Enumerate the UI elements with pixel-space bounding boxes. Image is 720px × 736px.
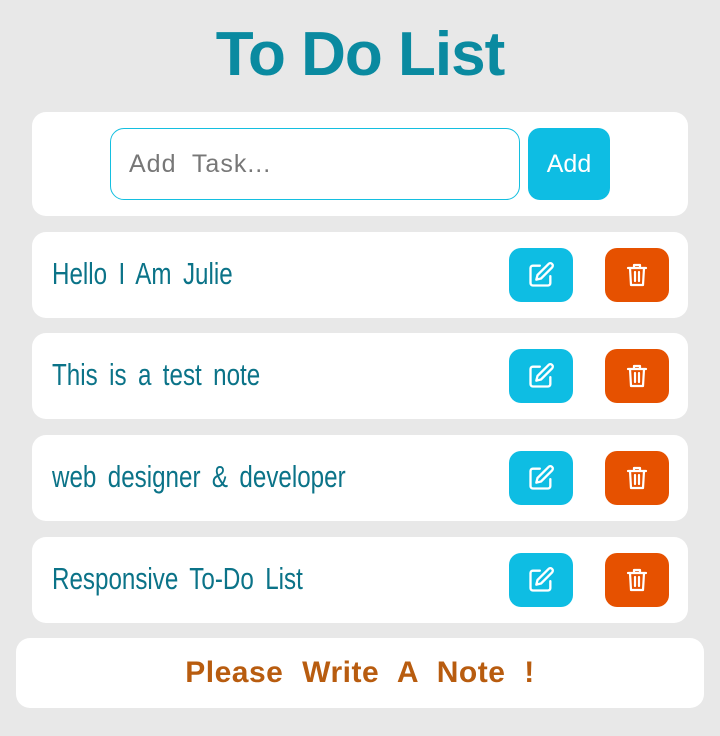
task-item: This is a test note <box>32 333 688 419</box>
edit-task-button[interactable] <box>509 553 573 607</box>
trash-icon <box>625 262 649 288</box>
task-text: Hello I Am Julie <box>52 256 233 291</box>
add-task-card: Add <box>32 112 688 216</box>
delete-task-button[interactable] <box>605 553 669 607</box>
task-text: web designer & developer <box>52 459 346 494</box>
edit-task-button[interactable] <box>509 451 573 505</box>
delete-task-button[interactable] <box>605 248 669 302</box>
edit-icon <box>527 464 555 492</box>
edit-icon <box>527 261 555 289</box>
edit-task-button[interactable] <box>509 248 573 302</box>
trash-icon <box>625 567 649 593</box>
trash-icon <box>625 465 649 491</box>
edit-icon <box>527 566 555 594</box>
task-text: This is a test note <box>52 357 261 392</box>
trash-icon <box>625 363 649 389</box>
task-item: web designer & developer <box>32 435 688 521</box>
empty-note-message: Please Write A Note ! <box>16 638 704 708</box>
task-text: Responsive To-Do List <box>52 561 303 596</box>
task-item: Responsive To-Do List <box>32 537 688 623</box>
task-input[interactable] <box>110 128 520 200</box>
edit-task-button[interactable] <box>509 349 573 403</box>
add-button[interactable]: Add <box>528 128 610 200</box>
delete-task-button[interactable] <box>605 349 669 403</box>
edit-icon <box>527 362 555 390</box>
delete-task-button[interactable] <box>605 451 669 505</box>
task-item: Hello I Am Julie <box>32 232 688 318</box>
page-title: To Do List <box>215 20 505 89</box>
